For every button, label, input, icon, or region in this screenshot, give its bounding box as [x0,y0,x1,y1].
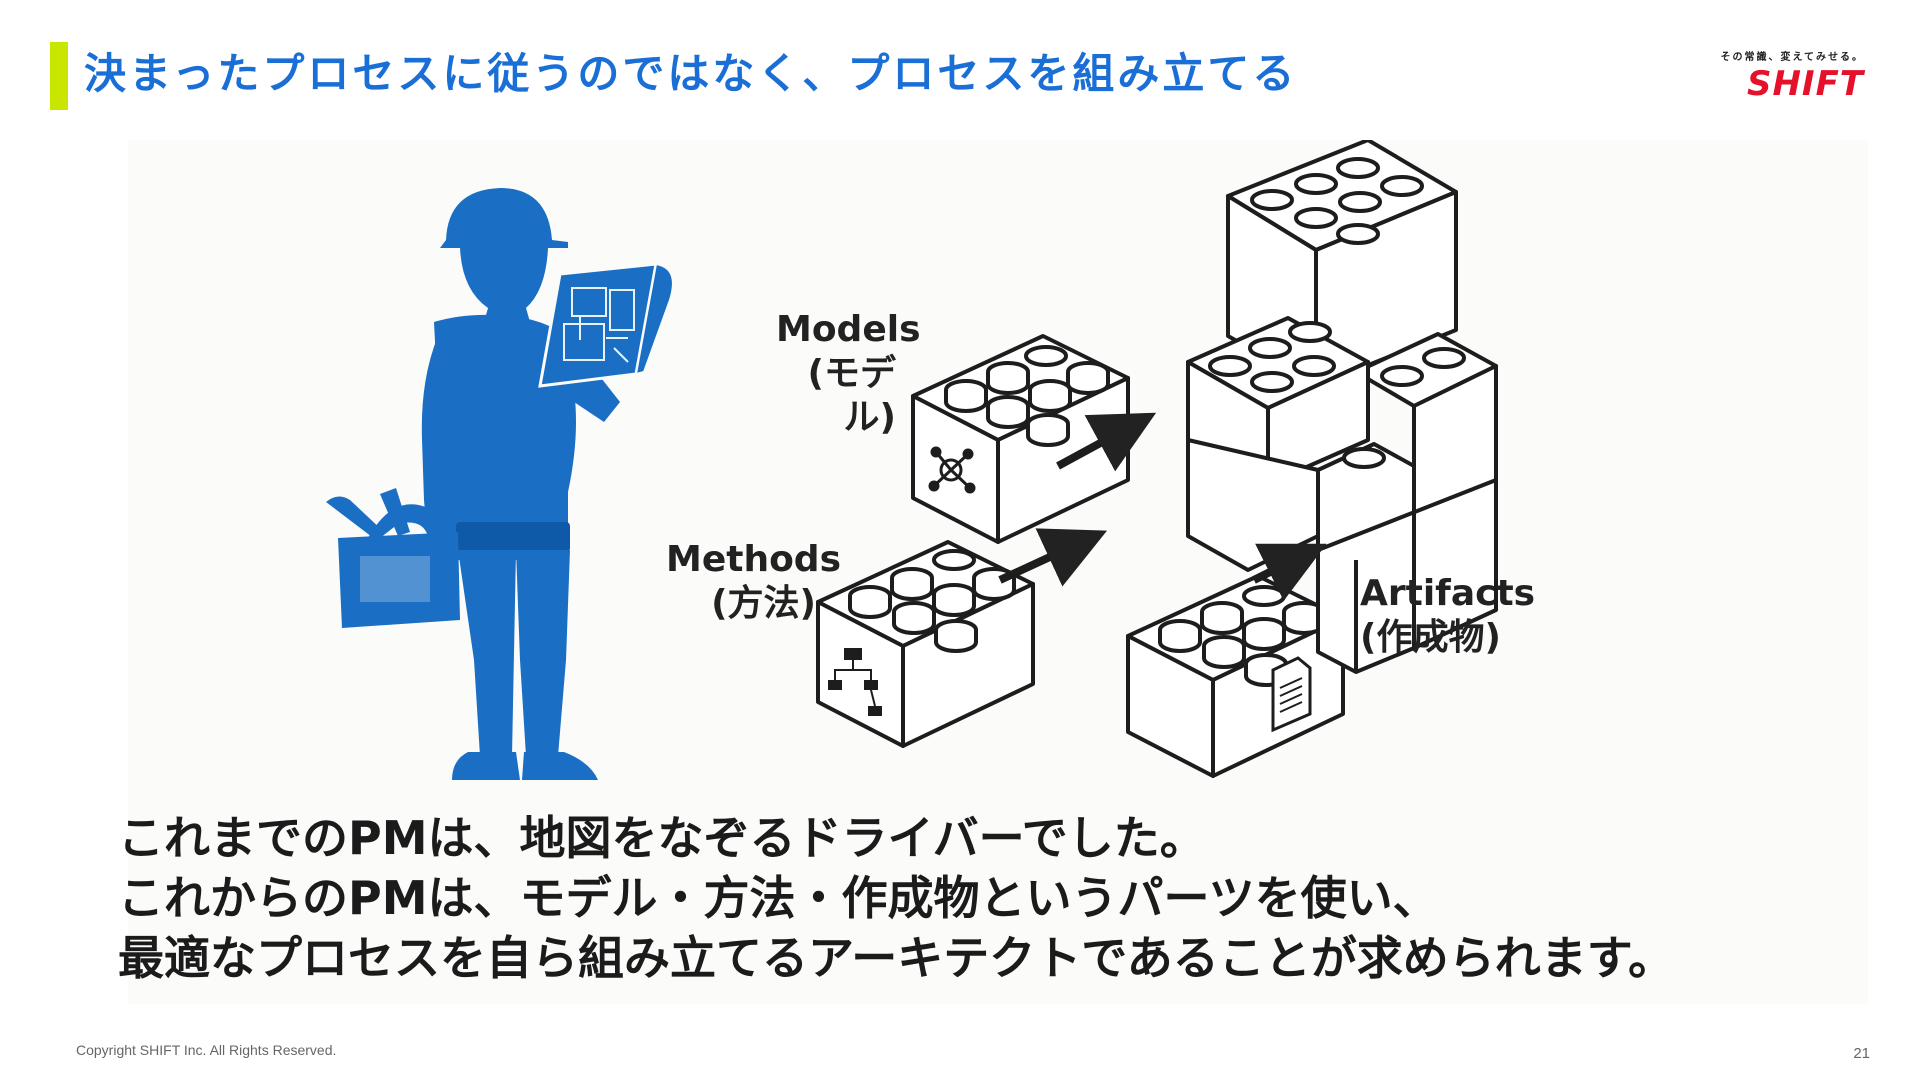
page-number: 21 [1853,1045,1870,1062]
models-label-en: Models [776,309,921,350]
document-icon [1271,656,1312,733]
methods-label-ja: (方法) [711,583,816,624]
assembly-arrows [998,412,1327,601]
models-label: Models (モデル) [776,308,921,440]
stack-studs [1208,157,1466,469]
network-icon [928,446,976,494]
caption-line: 最適なプロセスを自ら組み立てるアーキテクトであることが求められます。 [118,931,1675,985]
artifacts-label-en: Artifacts [1360,573,1536,614]
caption-line: これまでのPMは、地図をなぞるドライバーでした。 [118,811,1206,865]
toolbox-panel [360,556,430,602]
illustration: Models (モデル) Methods (方法) Artifacts (作成物… [128,140,1868,1004]
methods-label: Methods (方法) [666,538,842,626]
methods-block [816,540,1035,748]
caption-text: これまでのPMは、地図をなぞるドライバーでした。 これからのPMは、モデル・方法… [118,808,1818,988]
models-label-ja: (モデル) [807,353,896,438]
brand-tagline: その常識、変えてみせる。 [1720,52,1864,63]
artifacts-label: Artifacts (作成物) [1360,572,1535,660]
caption-line: これからのPMは、モデル・方法・作成物というパーツを使い、 [118,871,1439,925]
title-accent-bar [50,42,68,110]
copyright-notice: Copyright SHIFT Inc. All Rights Reserved… [76,1042,337,1058]
illustration-canvas [326,140,1498,780]
methods-label-en: Methods [666,539,842,580]
flowchart-icon [828,648,882,716]
models-block [911,334,1130,544]
shift-logo: SHIFT [1746,64,1864,104]
brand-logo-block: その常識、変えてみせる。 SHIFT [1692,48,1864,103]
blueprint-icon [538,262,674,388]
worker-silhouette-icon [326,188,620,780]
slide-title: 決まったプロセスに従うのではなく、プロセスを組み立てる [84,49,1298,98]
artifacts-label-ja: (作成物) [1360,617,1501,658]
